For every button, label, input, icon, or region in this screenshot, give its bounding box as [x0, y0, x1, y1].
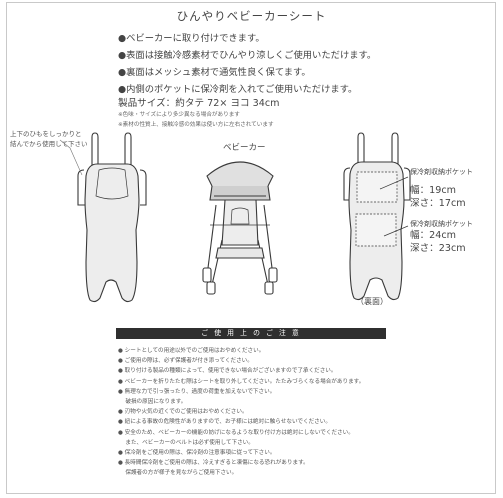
document-frame [6, 2, 496, 494]
caution-item: ● 紐による事故の危険性がありますので、お子様には絶対に触らせないでください。 [118, 419, 331, 426]
stroller-seat [221, 199, 259, 246]
back-seat-illustration [343, 132, 411, 301]
caution-item: ● シートとしての用途以外でのご使用はおやめください。 [118, 348, 265, 354]
front-seat-illustration [59, 132, 147, 303]
lower-pocket-width: 幅：24cm [410, 230, 457, 241]
back-side-label: （裏面） [356, 297, 388, 306]
stroller-illustration [202, 161, 278, 295]
caution-item: 保護者の方が様子を見ながらご使用下さい。 [118, 470, 238, 477]
feature-item: ●裏面はメッシュ素材で通気性良く保てます。 [118, 67, 311, 78]
feature-item: ●ベビーカーに取り付けできます。 [118, 33, 265, 44]
caution-item: ● 取り付ける製品の種類によって、使用できない場合がございますので了承ください。 [118, 368, 337, 375]
strap-instruction-line1: 上下のひもをしっかりと [10, 130, 82, 138]
feature-item: ●表面は接触冷感素材でひんやり涼しくご使用いただけます。 [118, 50, 377, 61]
lower-pocket-outline [355, 213, 397, 247]
material-note: ※素材の性質上、接触冷感の効果は使い方に左右されています [118, 122, 274, 128]
product-title: ひんやりベビーカーシート [176, 9, 327, 23]
upper-pocket-depth: 深さ：17cm [410, 198, 466, 209]
size-note: ※色味・サイズにより多少異なる場合があります [118, 112, 240, 118]
lower-pocket-depth: 深さ：23cm [410, 243, 466, 254]
product-size: 製品サイズ：約タテ 72× ヨコ 34cm [118, 98, 280, 109]
caution-item: ● ベビーカーを折りたたむ際はシートを取り外してください。たたみづらくなる場合が… [118, 378, 365, 385]
caution-item: ● 保冷剤をご使用の際は、保冷剤の注意事項に従って下さい。 [118, 450, 276, 457]
stroller-label: ベビーカー [223, 143, 266, 153]
caution-item: また、ベビーカーのベルトは必ず使用して下さい。 [118, 439, 254, 446]
caution-list: ● シートとしての用途以外でのご使用はおやめください。 ● ご使用の際は、必ず保… [118, 346, 364, 479]
caution-item: ● 長時間保冷剤をご使用の際は、冷えすぎると凍傷になる恐れがあります。 [118, 460, 309, 467]
caution-item: ● 安全のため、ベビーカーの機能の妨げになるような取り付け方は絶対にしないでくだ… [118, 429, 354, 436]
front-seat-shape [84, 163, 140, 303]
upper-pocket-width: 幅：19cm [410, 185, 457, 196]
caution-heading: ご 使 用 上 の ご 注 意 [116, 328, 386, 339]
lower-pocket-label: 保冷剤収納ポケット [410, 220, 473, 228]
upper-pocket-label: 保冷剤収納ポケット [410, 168, 473, 176]
feature-item: ●内側のポケットに保冷剤を入れてご使用いただけます。 [118, 84, 358, 95]
upper-pocket-outline [356, 171, 398, 203]
caution-item: ● 刃物や火気の近くでのご使用はおやめください。 [118, 409, 248, 416]
caution-item: ● 無理な力で引っ張ったり、過度の荷重を加えないで下さい。 [118, 388, 276, 395]
feature-list: ●ベビーカーに取り付けできます。 ●表面は接触冷感素材でひんやり涼しくご使用いた… [118, 30, 376, 98]
strap-instruction-line2: 結んでから使用して下さい [10, 140, 88, 148]
caution-item: 破損の原因になります。 [118, 399, 187, 406]
caution-item: ● ご使用の際は、必ず保護者が付き添ってください。 [118, 358, 253, 365]
